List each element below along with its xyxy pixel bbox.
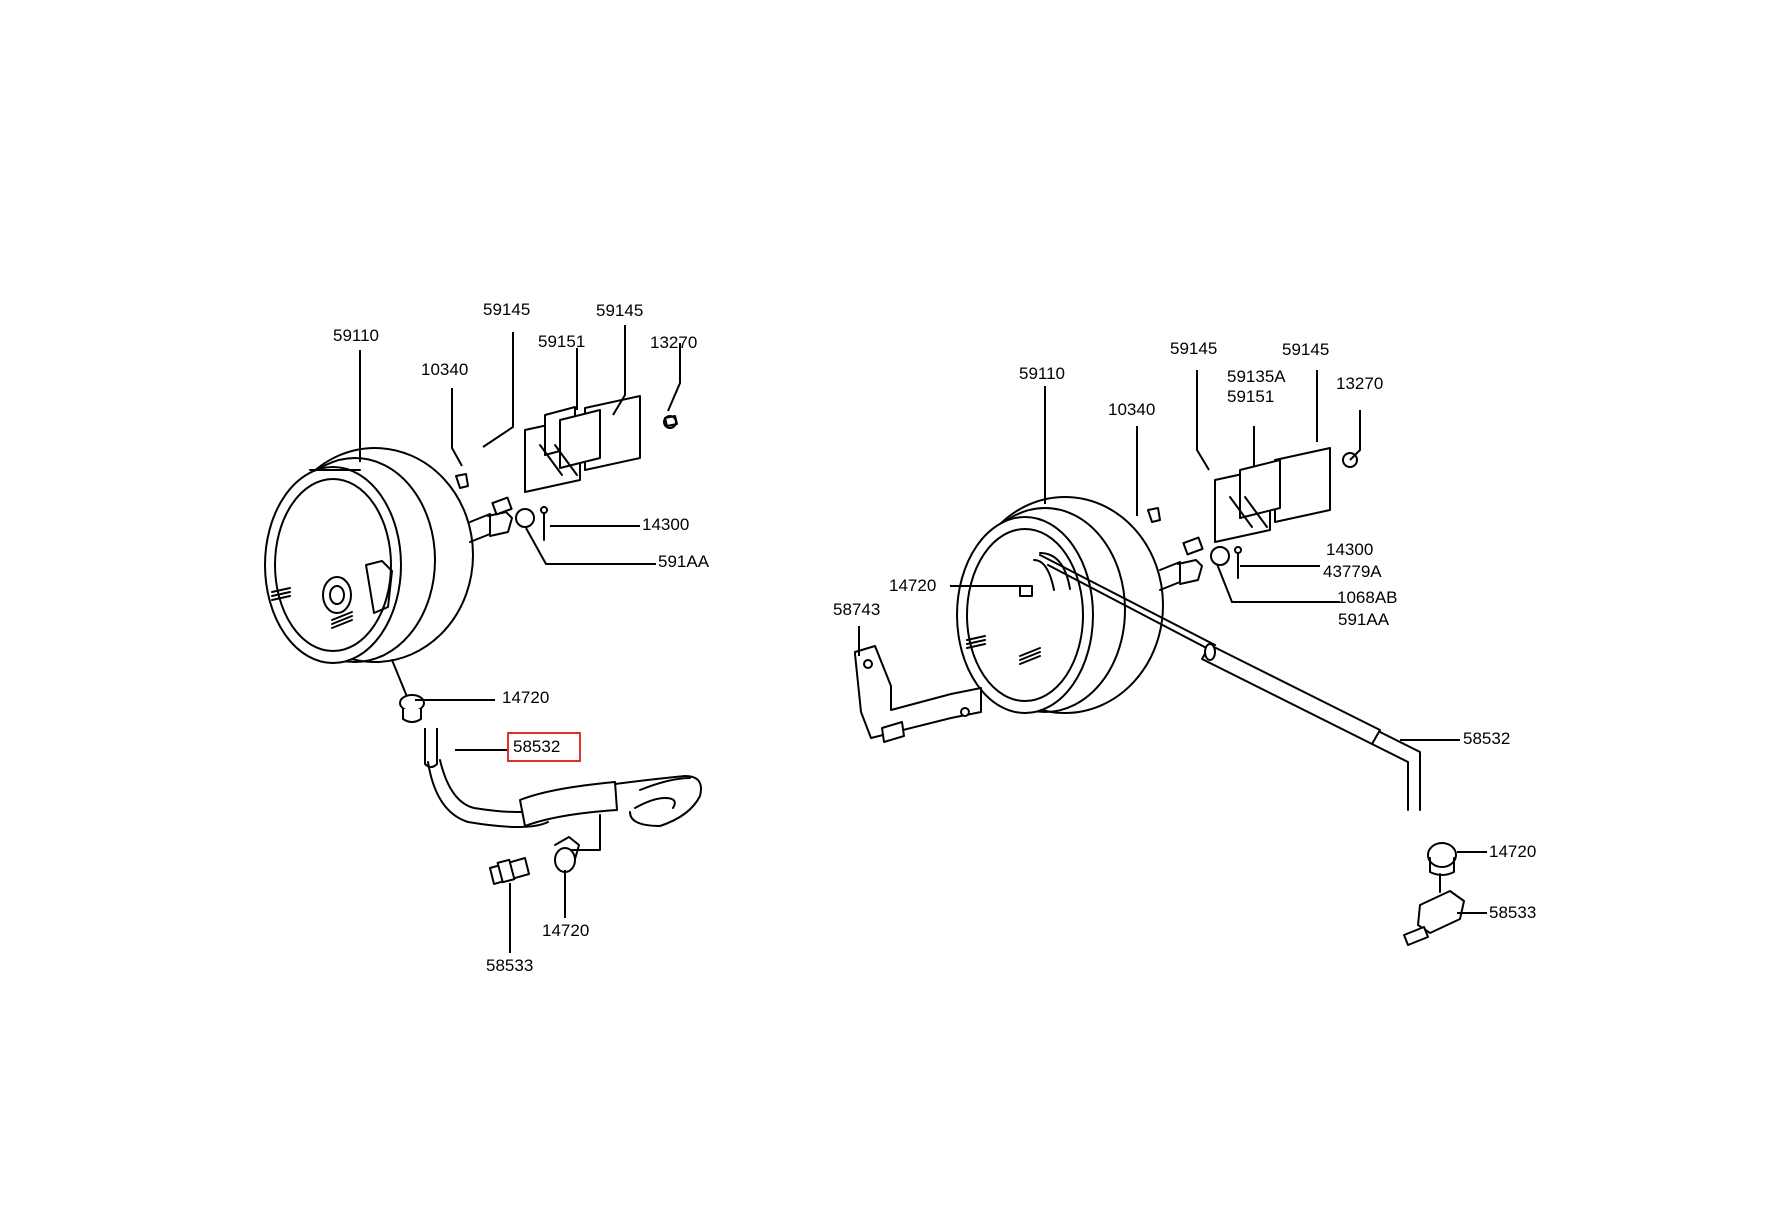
- label-right-nut: 13270: [1336, 374, 1384, 393]
- right-gaskets: [1214, 447, 1358, 543]
- label-right-gasket-top-right: 59145: [1282, 340, 1330, 359]
- label-right-fitting: 58533: [1489, 903, 1537, 922]
- label-left-nut: 13270: [650, 333, 698, 352]
- label-right-booster: 59110: [1019, 364, 1066, 383]
- right-brake-booster: [956, 496, 1204, 714]
- label-right-clamp-upper: 14720: [889, 576, 937, 595]
- right-lower-parts: [1403, 842, 1465, 946]
- label-right-spacer-a: 59135A: [1227, 367, 1286, 386]
- label-right-clip: 14300: [1326, 540, 1374, 559]
- label-right-washer-a: 1068AB: [1337, 588, 1398, 607]
- right-bracket: [854, 645, 982, 743]
- right-vacuum-tube: [1039, 554, 1421, 811]
- label-left-pin: 10340: [421, 360, 469, 379]
- label-right-pin: 10340: [1108, 400, 1156, 419]
- label-left-clamp-lower: 14720: [542, 921, 590, 940]
- label-left-gasket-top-right: 59145: [596, 301, 644, 320]
- label-right-hose: 58532: [1463, 729, 1511, 748]
- right-clip-washer: [1147, 507, 1242, 579]
- label-right-bracket: 58743: [833, 600, 881, 619]
- left-leader-lines: [359, 325, 681, 953]
- label-right-clip-a: 43779A: [1323, 562, 1382, 581]
- label-right-spacer: 59151: [1227, 387, 1275, 406]
- label-left-booster: 59110: [333, 326, 380, 345]
- label-right-clamp-lower: 14720: [1489, 842, 1537, 861]
- left-gaskets: [524, 395, 678, 493]
- label-left-spacer: 59151: [538, 332, 586, 351]
- right-leader-lines: [858, 370, 1487, 914]
- label-left-clip: 14300: [642, 515, 690, 534]
- left-lower-parts: [489, 836, 580, 885]
- highlight-box: [507, 732, 581, 762]
- label-left-hose: 58532: [513, 737, 561, 756]
- left-brake-booster: [264, 447, 513, 664]
- left-clip-washer: [455, 473, 548, 541]
- label-left-fitting: 58533: [486, 956, 534, 975]
- label-right-gasket-top-left: 59145: [1170, 339, 1218, 358]
- label-left-gasket-top-left: 59145: [483, 300, 531, 319]
- label-left-clamp-upper: 14720: [502, 688, 550, 707]
- label-right-washer: 591AA: [1338, 610, 1390, 629]
- left-vacuum-hose: [391, 659, 702, 851]
- label-left-washer: 591AA: [658, 552, 710, 571]
